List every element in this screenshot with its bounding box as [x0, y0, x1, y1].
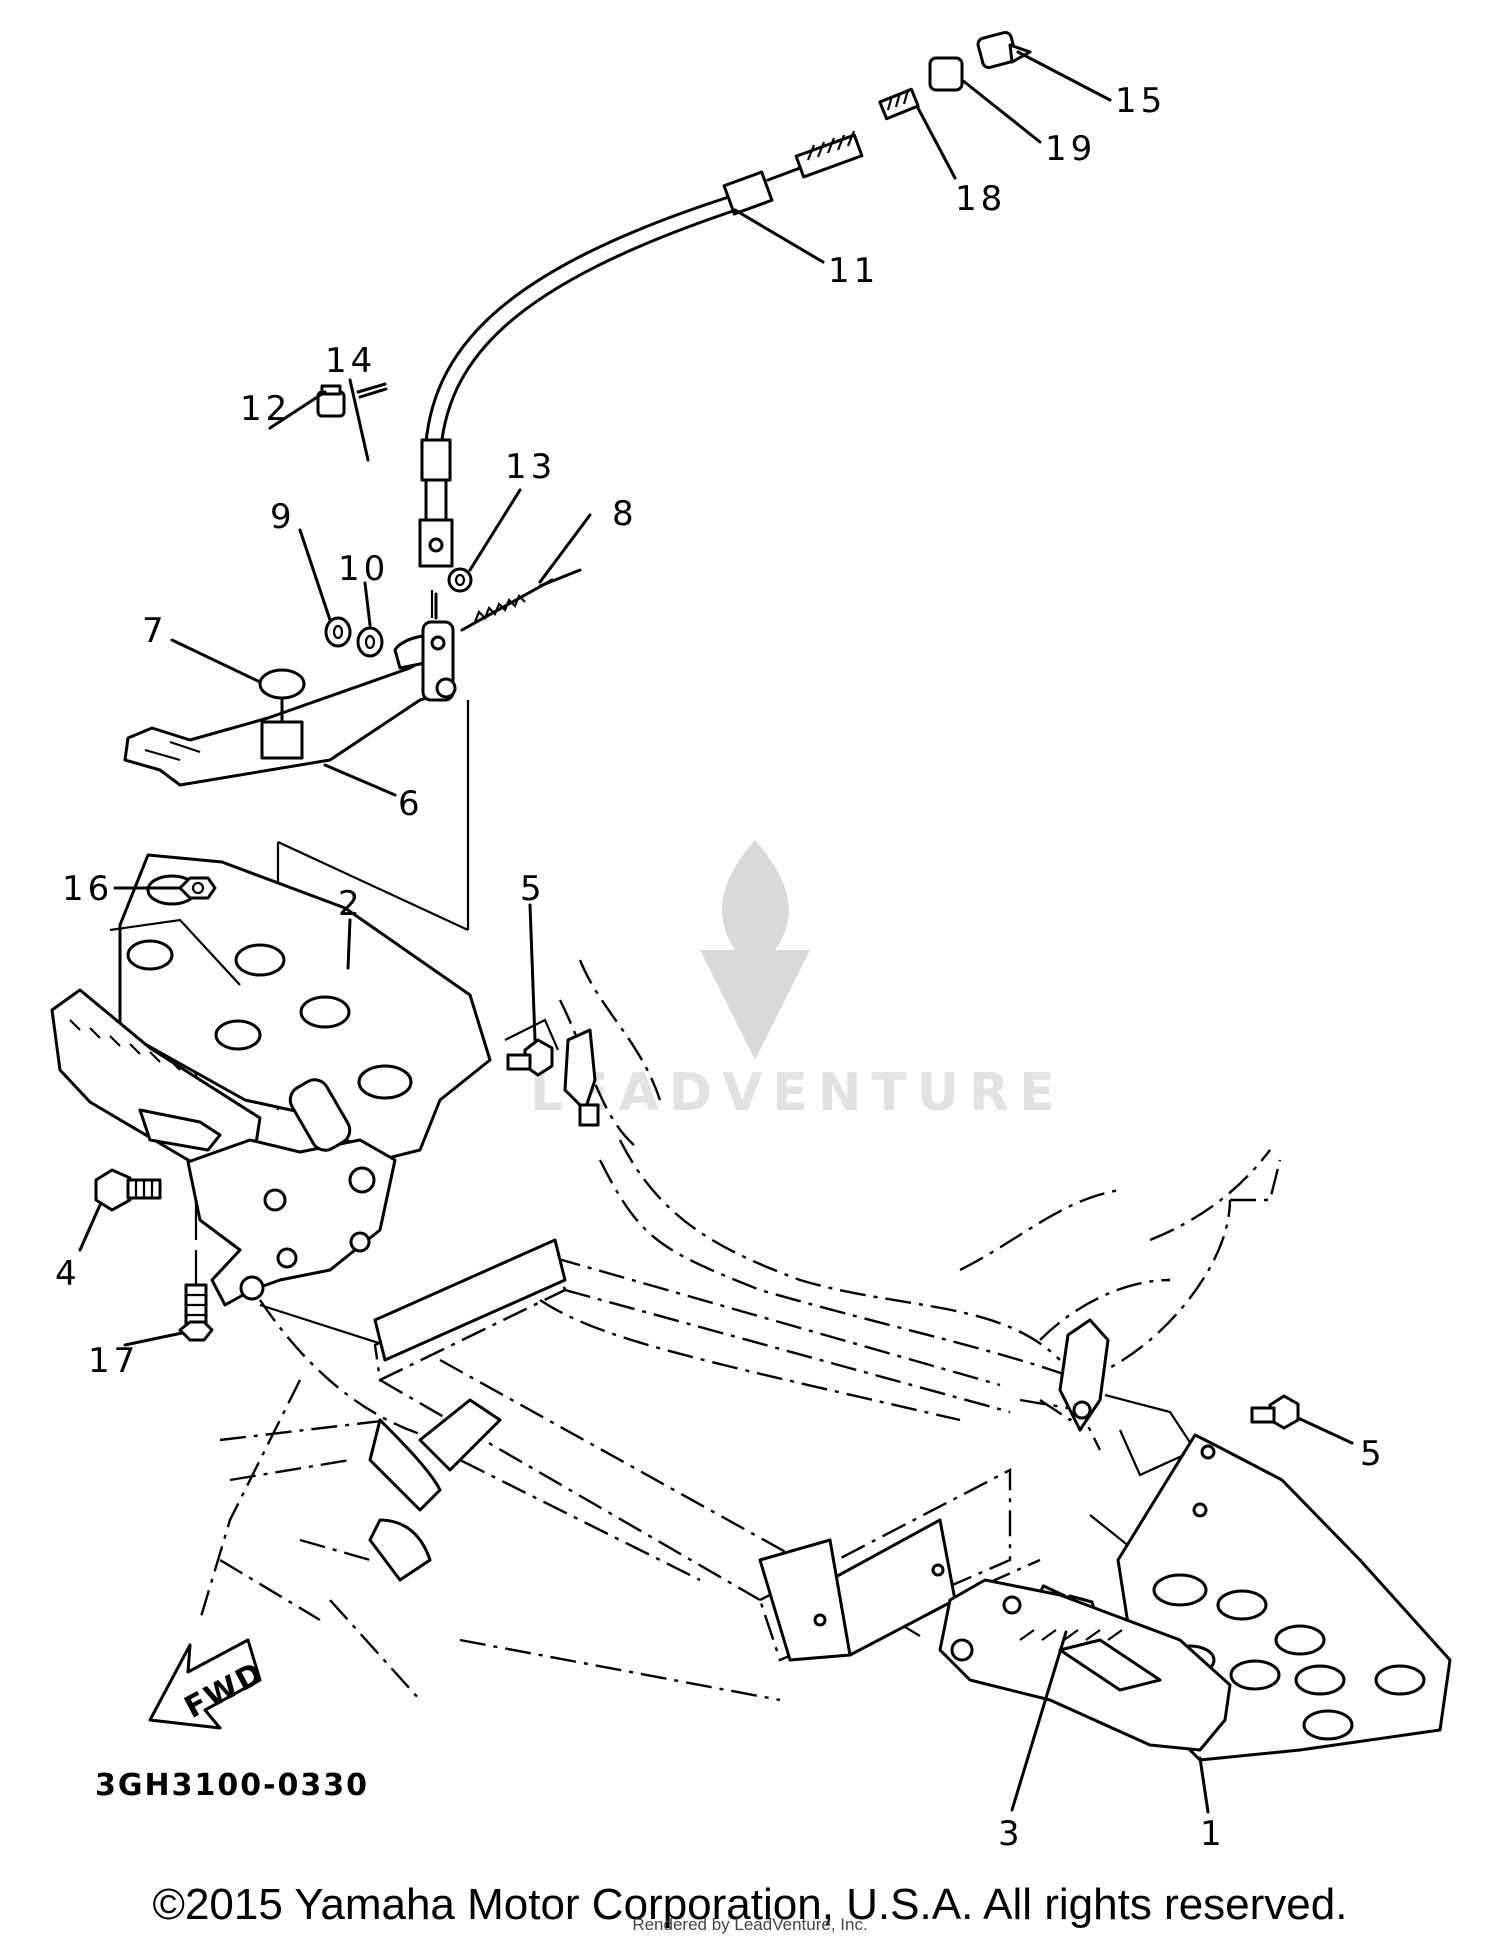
callout-13: 11	[828, 251, 879, 291]
diagram-code: 3GH3100-0330	[95, 1768, 369, 1803]
callout-17: 15	[1115, 81, 1166, 121]
callout-5-lower: 5	[1360, 1434, 1386, 1474]
frame-tubes	[368, 1238, 957, 1662]
callout-6: 6	[398, 784, 424, 824]
callout-14: 12	[240, 389, 291, 429]
pin-14	[316, 384, 346, 418]
left-footrest-hinge	[186, 1078, 397, 1307]
brake-cable	[418, 130, 864, 568]
callout-19: 19	[1045, 129, 1096, 169]
brake-pedal-6	[123, 620, 457, 787]
right-footpeg	[938, 1578, 1232, 1752]
washer-15	[447, 567, 473, 593]
adjuster-spring-18	[878, 87, 920, 121]
bolt-5-lower	[1250, 1394, 1300, 1430]
leader-lines	[78, 50, 1354, 1814]
callout-11: 17	[88, 1341, 139, 1381]
pedal-stopper-7	[258, 668, 306, 724]
callouts: 15 19 18 11 14 12 13 8 9 10 7 6 16 2 5 4…	[55, 81, 1386, 1854]
adjuster-nut-19	[928, 56, 964, 92]
washer-9	[324, 616, 352, 648]
frame-bracket-upper	[563, 1028, 600, 1127]
callout-4: 4	[55, 1254, 81, 1294]
bolt-4	[94, 1168, 162, 1212]
callout-3: 3	[998, 1814, 1024, 1854]
callout-15: 13	[505, 447, 556, 487]
flame-v-logo-icon	[700, 840, 810, 1060]
rendered-by-notice: Rendered by LeadVenture, Inc.	[632, 1915, 868, 1934]
callout-5-upper: 5	[520, 869, 546, 909]
bolt-5-upper	[506, 1038, 554, 1077]
callout-16: 14	[325, 341, 376, 381]
callout-10: 10	[338, 549, 389, 589]
return-spring-8	[460, 568, 582, 632]
copyright-notice: ©2015 Yamaha Motor Corporation, U.S.A. A…	[152, 1880, 1348, 1929]
nut-12	[178, 876, 217, 900]
callout-8: 8	[612, 494, 638, 534]
callout-18: 18	[955, 179, 1006, 219]
callout-7: 7	[142, 611, 168, 651]
bolt-11	[178, 1283, 214, 1342]
washer-10	[356, 626, 384, 658]
forward-arrow: FWD	[148, 1638, 270, 1730]
callout-9: 9	[270, 497, 296, 537]
callout-12: 16	[62, 869, 113, 909]
watermark-text: LEADVENTURE	[530, 1063, 1065, 1123]
callout-1: 1	[1200, 1814, 1226, 1854]
left-footrest-bracket-2	[109, 853, 560, 1162]
watermark: LEADVENTURE	[530, 840, 1065, 1123]
callout-2: 2	[338, 884, 364, 924]
cotter-pin-16	[356, 382, 388, 399]
adjuster-nut-17	[976, 30, 1032, 70]
frame-bracket-right	[1058, 1318, 1197, 1477]
